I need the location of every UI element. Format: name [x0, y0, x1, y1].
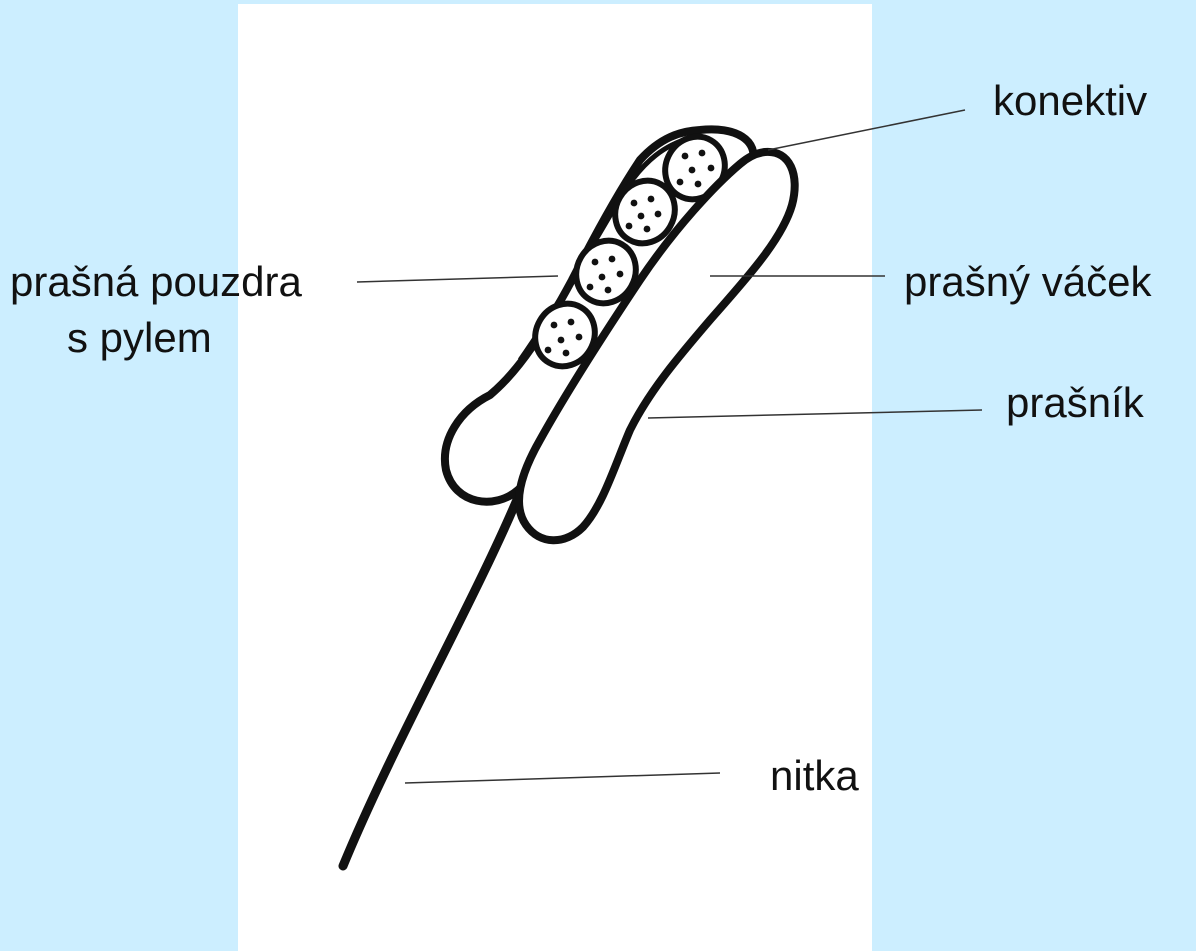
label-prasna-pouzdra: prašná pouzdra: [10, 261, 302, 303]
label-prasny-vacek: prašný váček: [904, 261, 1151, 303]
leader-nitka: [405, 773, 720, 783]
leader-prasna-pouzdra: [357, 276, 558, 282]
leader-prasnik: [648, 410, 982, 418]
filament-nitka: [343, 495, 519, 866]
label-s-pylem: s pylem: [67, 317, 212, 359]
leader-konektiv: [768, 110, 965, 150]
label-konektiv: konektiv: [993, 80, 1147, 122]
label-prasnik: prašník: [1006, 382, 1144, 424]
label-nitka: nitka: [770, 755, 859, 797]
